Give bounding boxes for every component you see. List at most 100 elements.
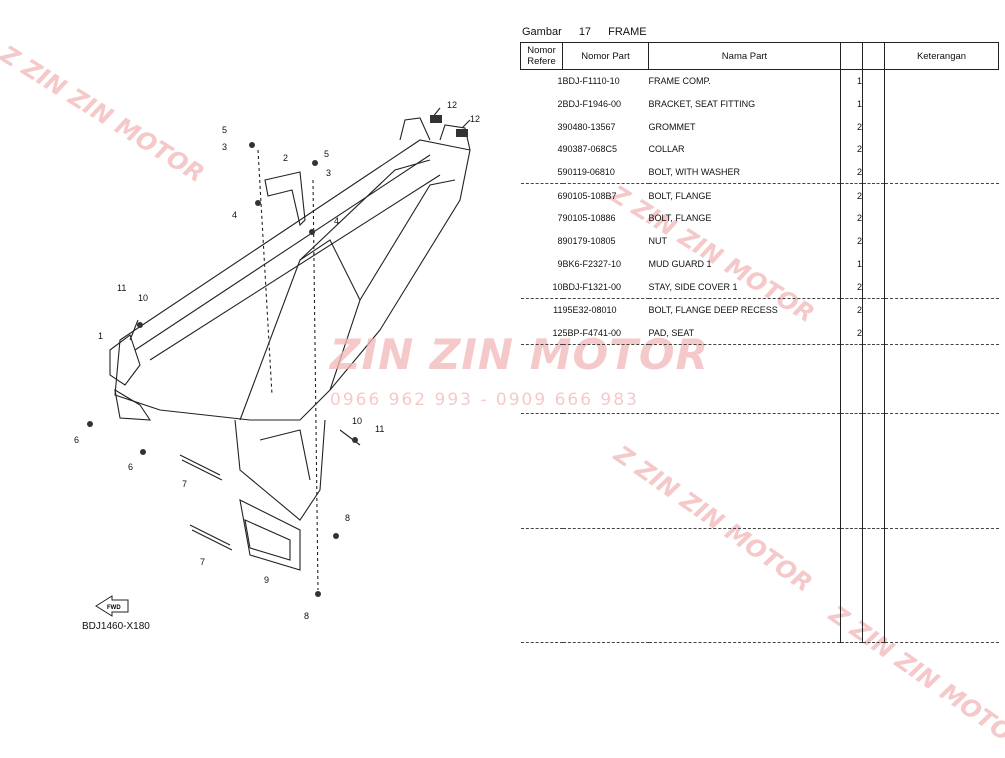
cell-name: BOLT, FLANGE DEEP RECESS bbox=[648, 305, 778, 316]
cell-qty: 2 bbox=[840, 229, 863, 253]
callout-9: 9 bbox=[264, 575, 269, 585]
cell-qty: 2 bbox=[840, 275, 863, 299]
cell-name: BOLT, WITH WASHER bbox=[648, 160, 841, 185]
empty-row bbox=[521, 459, 999, 483]
callout-8b: 8 bbox=[304, 611, 309, 621]
cell-notes bbox=[884, 69, 999, 93]
empty-row bbox=[521, 437, 999, 460]
cell-notes bbox=[884, 252, 999, 276]
empty-row bbox=[521, 596, 999, 620]
col-ref: Nomor Refere bbox=[520, 42, 563, 70]
cell-ref: 10 bbox=[520, 275, 563, 299]
callout-4a: 4 bbox=[232, 210, 237, 220]
cell-blank bbox=[862, 138, 885, 161]
figure-header: Gambar 17 FRAME bbox=[522, 26, 661, 38]
cell-blank bbox=[862, 298, 885, 322]
cell-notes bbox=[884, 321, 999, 346]
parts-table: Nomor Refere Nomor Part Nama Part Ketera… bbox=[520, 42, 999, 644]
cell-part-no: 90480-13567 bbox=[562, 121, 616, 132]
cell-part-no: BDJ-F1110-10 bbox=[562, 76, 620, 87]
cell-qty: 2 bbox=[840, 207, 863, 230]
callout-6b: 6 bbox=[128, 462, 133, 472]
fwd-arrow-icon: FWD bbox=[95, 595, 129, 617]
cell-name: COLLAR bbox=[648, 144, 685, 155]
cell-part-no: 90119-06810 bbox=[562, 160, 649, 185]
cell-ref: 7 bbox=[557, 213, 563, 224]
cell-blank bbox=[862, 229, 885, 253]
cell-blank bbox=[862, 252, 885, 276]
empty-row bbox=[521, 528, 999, 552]
frame-drawing: 12 12 5 3 2 5 3 4 4 11 10 1 6 6 7 7 10 1… bbox=[74, 100, 480, 621]
figure-title: FRAME bbox=[608, 26, 647, 38]
callout-7a: 7 bbox=[182, 479, 187, 489]
cell-notes bbox=[884, 275, 999, 299]
empty-row bbox=[521, 344, 999, 368]
cell-qty: 1 bbox=[840, 252, 863, 276]
cell-part-no: 90105-10886 bbox=[562, 213, 616, 224]
cell-part-no: 5BP-F4741-00 bbox=[562, 321, 649, 346]
cell-qty: 2 bbox=[840, 115, 863, 139]
cell-ref: 9 bbox=[557, 258, 563, 269]
cell-qty: 1 bbox=[840, 92, 863, 116]
empty-row bbox=[521, 367, 999, 391]
cell-ref: 6 bbox=[557, 190, 563, 201]
empty-row bbox=[520, 505, 999, 529]
cell-qty: 2 bbox=[840, 298, 863, 322]
empty-row bbox=[520, 390, 999, 415]
cell-blank bbox=[862, 115, 885, 139]
cell-notes bbox=[884, 160, 999, 185]
empty-row bbox=[521, 574, 999, 597]
cell-name: STAY, SIDE COVER 1 bbox=[648, 275, 841, 299]
empty-row bbox=[521, 482, 999, 506]
cell-name: BOLT, FLANGE bbox=[648, 190, 712, 201]
cell-part-no: BDJ-F1946-00 bbox=[562, 99, 622, 110]
cell-blank bbox=[862, 207, 885, 230]
diagram-code: BDJ1460-X180 bbox=[82, 621, 150, 632]
table-header: Nomor Refere Nomor Part Nama Part Ketera… bbox=[520, 42, 999, 70]
cell-part-no: 90387-068C5 bbox=[562, 144, 618, 155]
cell-blank bbox=[862, 183, 885, 208]
cell-blank bbox=[862, 321, 885, 346]
callout-10b: 10 bbox=[352, 416, 362, 426]
callout-6a: 6 bbox=[74, 435, 79, 445]
col-blank bbox=[862, 42, 885, 70]
cell-part-no: 95E32-08010 bbox=[562, 305, 617, 316]
empty-row bbox=[521, 551, 999, 575]
callout-8a: 8 bbox=[345, 513, 350, 523]
cell-qty: 2 bbox=[840, 321, 863, 346]
svg-text:FWD: FWD bbox=[107, 605, 121, 611]
cell-qty: 2 bbox=[840, 160, 863, 185]
cell-notes bbox=[884, 115, 999, 139]
cell-qty: 2 bbox=[840, 183, 863, 208]
cell-ref: 12 bbox=[520, 321, 563, 346]
callout-2: 2 bbox=[283, 153, 288, 163]
cell-part-no: BDJ-F1321-00 bbox=[562, 275, 649, 299]
cell-notes bbox=[884, 92, 999, 116]
callout-11a: 11 bbox=[117, 283, 126, 293]
col-name: Nama Part bbox=[648, 42, 841, 70]
cell-part-no: BK6-F2327-10 bbox=[562, 258, 622, 269]
col-notes: Keterangan bbox=[884, 42, 999, 70]
empty-row bbox=[520, 619, 999, 644]
empty-row bbox=[521, 413, 999, 437]
cell-name: BOLT, FLANGE bbox=[648, 213, 712, 224]
col-part-no: Nomor Part bbox=[562, 42, 649, 70]
cell-part-no: 90179-10805 bbox=[562, 236, 616, 247]
callout-5a: 5 bbox=[222, 125, 227, 135]
cell-qty: 1 bbox=[840, 69, 863, 93]
cell-blank bbox=[862, 275, 885, 299]
cell-blank bbox=[862, 69, 885, 93]
callout-1: 1 bbox=[98, 331, 103, 341]
cell-ref: 11 bbox=[553, 305, 563, 316]
cell-ref: 5 bbox=[520, 160, 563, 185]
cell-ref: 2 bbox=[557, 99, 563, 110]
cell-notes bbox=[884, 138, 999, 161]
